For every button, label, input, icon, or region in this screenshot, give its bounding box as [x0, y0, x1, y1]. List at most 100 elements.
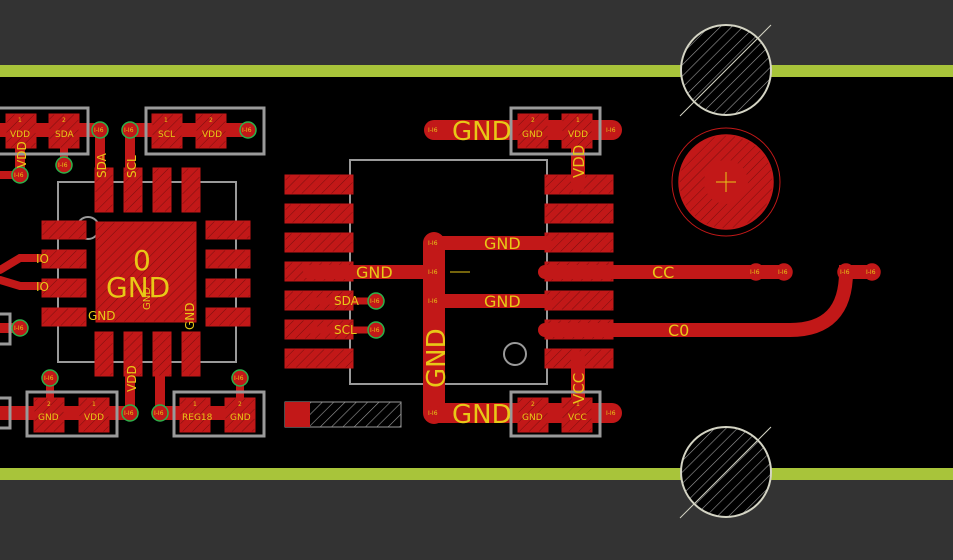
via[interactable]: I-I6	[863, 263, 881, 281]
via[interactable]: I-I6	[425, 292, 443, 310]
pad-number: 1	[576, 401, 580, 408]
component-outlines[interactable]	[0, 106, 602, 438]
via-label: I-I6	[14, 172, 24, 179]
via-label: I-I6	[606, 127, 616, 134]
pad-number: 1	[92, 401, 96, 408]
via[interactable]: I-I6	[231, 369, 249, 387]
via-label: I-I6	[370, 298, 380, 305]
pad-label-gnd-bl2: GND	[230, 413, 251, 423]
via[interactable]: I-I6	[425, 263, 443, 281]
net-label-gnd-mid: GND	[356, 263, 393, 282]
net-label-io-1: IO	[36, 252, 49, 266]
via-label: I-I6	[606, 410, 616, 417]
via-label: I-I6	[58, 162, 68, 169]
via-label: I-I6	[428, 410, 438, 417]
net-label-c0: C0	[668, 321, 689, 340]
pad-number: 2	[209, 117, 213, 124]
net-label-vdd-bottom-vertical: VDD	[125, 365, 139, 392]
pad-label-vdd-tr: VDD	[568, 130, 588, 140]
qfn-pin-label: GND	[88, 309, 116, 323]
test-point-pad[interactable]	[671, 127, 781, 237]
board-outline-bottom	[0, 468, 953, 480]
mounting-hole-top[interactable]	[679, 24, 772, 117]
net-label-sda-mid: SDA	[334, 294, 360, 308]
via-label: I-I6	[154, 410, 164, 417]
via[interactable]: I-I6	[425, 404, 443, 422]
net-label-gnd-top: GND	[452, 117, 512, 147]
via-label: I-I6	[866, 269, 876, 276]
via-label: I-I6	[428, 298, 438, 305]
via[interactable]: I-I6	[837, 263, 855, 281]
pad-label-vdd-bl: VDD	[84, 413, 104, 423]
pad-number: 2	[47, 401, 51, 408]
via-label: I-I6	[840, 269, 850, 276]
via-label: I-I6	[428, 240, 438, 247]
net-label-cc: CC	[652, 263, 674, 282]
via-label: I-I6	[234, 375, 244, 382]
board-outline-top	[0, 65, 953, 77]
via[interactable]: I-I6	[151, 404, 169, 422]
via[interactable]: I-I6	[11, 319, 29, 337]
qfn-rot-label-1: GND	[142, 287, 153, 310]
qfn-center-number: 0	[133, 244, 151, 277]
net-label-gnd-r2: GND	[484, 292, 521, 311]
pad-label-gnd-br: GND	[522, 413, 543, 423]
via[interactable]: I-I6	[11, 166, 29, 184]
via-label: I-I6	[428, 269, 438, 276]
pad-number: 2	[238, 401, 242, 408]
via[interactable]: I-I6	[747, 263, 765, 281]
pad-number: 2	[62, 117, 66, 124]
net-label-scl-vertical: SCL	[125, 155, 139, 178]
via[interactable]: I-I6	[367, 292, 385, 310]
via[interactable]: I-I6	[425, 234, 443, 252]
mounting-hole-bottom[interactable]	[679, 426, 772, 519]
net-label-scl-mid: SCL	[334, 323, 357, 337]
via-label: I-I6	[124, 410, 134, 417]
via-label: I-I6	[428, 127, 438, 134]
pad-label-gnd-bl: GND	[38, 413, 59, 423]
pad-label-vdd-tl2: VDD	[202, 130, 222, 140]
ic-qfn-body[interactable]	[57, 181, 237, 363]
net-label-gnd-bottom: GND	[452, 400, 512, 430]
pad-label-vcc-br: VCC	[568, 413, 587, 423]
via[interactable]: I-I6	[603, 404, 621, 422]
via[interactable]: I-I6	[775, 263, 793, 281]
via[interactable]: I-I6	[55, 156, 73, 174]
net-labels: GND GND GND GND GND GND CC C0 SDA SCL VD…	[15, 117, 689, 430]
via-label: I-I6	[242, 127, 252, 134]
via[interactable]: I-I6	[425, 121, 443, 139]
via[interactable]: I-I6	[603, 121, 621, 139]
pad-label-vdd-tl: VDD	[10, 130, 30, 140]
component-pads[interactable]	[5, 113, 593, 433]
via[interactable]: I-I6	[121, 404, 139, 422]
via-label: I-I6	[44, 375, 54, 382]
soic-exposed-pad[interactable]	[284, 401, 402, 428]
via[interactable]: I-I6	[367, 321, 385, 339]
via-label: I-I6	[94, 127, 104, 134]
pad-number: 1	[576, 117, 580, 124]
ic-qfn-pins[interactable]	[41, 167, 251, 377]
pad-label-sda-tl: SDA	[55, 130, 74, 140]
pad-number: 1	[164, 117, 168, 124]
pad-labels: VDD SDA SCL VDD GND VDD GND VDD REG18 GN…	[10, 117, 588, 423]
net-label-gnd-r1: GND	[484, 234, 521, 253]
qfn-center-label: GND	[106, 271, 170, 304]
net-label-vcc-vertical: VCC	[570, 373, 588, 404]
via-label: I-I6	[750, 269, 760, 276]
net-label-vdd-vertical-left: VDD	[15, 141, 29, 168]
via[interactable]: I-I6	[239, 121, 257, 139]
via[interactable]: I-I6	[121, 121, 139, 139]
net-label-gnd-vertical: GND	[422, 328, 452, 388]
net-label-io-2: IO	[36, 280, 49, 294]
via-label: I-I6	[14, 325, 24, 332]
net-label-vdd-vertical-right: VDD	[570, 145, 588, 178]
via-label: I-I6	[370, 327, 380, 334]
via[interactable]: I-I6	[91, 121, 109, 139]
pad-number: 2	[531, 117, 535, 124]
net-label-sda-vertical: SDA	[95, 152, 109, 178]
via[interactable]: I-I6	[41, 369, 59, 387]
pad-label-scl-tl: SCL	[158, 130, 175, 140]
pad-label-gnd-tr: GND	[522, 130, 543, 140]
